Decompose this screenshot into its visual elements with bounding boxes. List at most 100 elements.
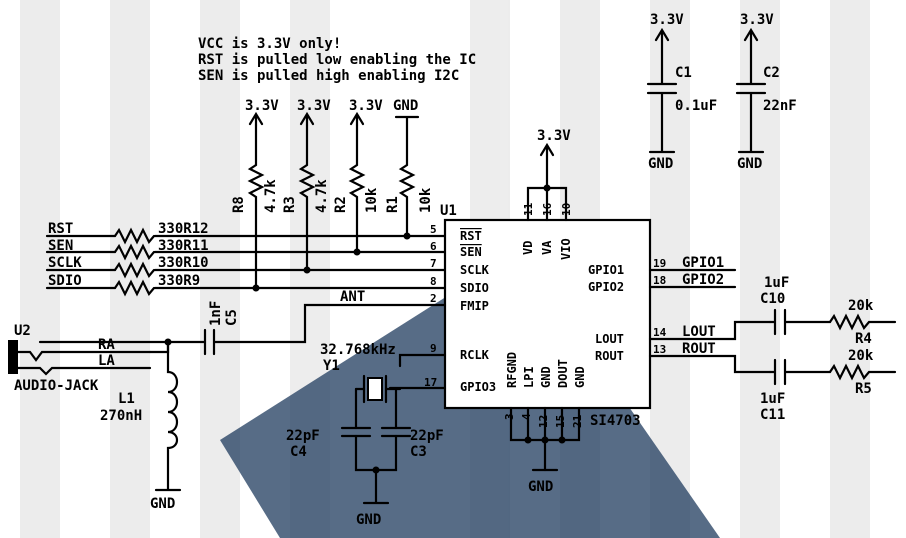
- y1-gnd: GND: [356, 512, 381, 528]
- u2-ref: U2: [14, 323, 31, 339]
- net-ant: ANT: [340, 289, 365, 305]
- ic-pin-rst: RST: [460, 229, 482, 243]
- r2-power-label: 3.3V: [349, 98, 383, 114]
- note-vcc: VCC is 3.3V only!: [198, 36, 341, 52]
- series-wires: [45, 227, 447, 297]
- r3-power-label: 3.3V: [297, 98, 331, 114]
- ic-top-power: 3.3V: [537, 128, 571, 144]
- pin-num-7: 7: [430, 257, 437, 270]
- ic-pin-sdio: SDIO: [460, 281, 489, 295]
- ic-pin-fmip: FMIP: [460, 299, 489, 313]
- cap-c10-r4: [768, 308, 897, 336]
- ic-pin-rclk: RCLK: [460, 348, 490, 362]
- net-sclk: SCLK: [48, 255, 82, 271]
- cap-c11-r5: [768, 358, 897, 386]
- c4-value: 22pF: [286, 428, 320, 444]
- ant-wire: [38, 303, 447, 356]
- r8-value: 4.7k: [263, 179, 279, 213]
- ic-bottom-gnd: GND: [528, 479, 553, 495]
- res-r12: 330R12: [158, 221, 209, 237]
- pin-num-17: 17: [424, 376, 437, 389]
- cap-c1: [646, 27, 678, 154]
- r1-value: 10k: [418, 187, 434, 213]
- ic-pin-sen: SEN: [460, 245, 482, 259]
- ic-top-pins: [526, 142, 568, 222]
- u2-name: AUDIO-JACK: [14, 378, 99, 394]
- net-rst: RST: [48, 221, 73, 237]
- c2-value: 22nF: [763, 98, 797, 114]
- ic-pin-num-10: 10: [560, 203, 573, 216]
- ic-pin-gnd12: GND: [539, 366, 553, 388]
- ic-pin-num-18: 18: [653, 274, 666, 287]
- net-rout: ROUT: [682, 341, 716, 357]
- c11-ref: C11: [760, 407, 785, 423]
- resistor-r3: [298, 111, 316, 274]
- c1-value: 0.1uF: [675, 98, 717, 114]
- inductor-l1: [154, 340, 182, 492]
- res-r11: 330R11: [158, 238, 209, 254]
- net-sen: SEN: [48, 238, 73, 254]
- r4-ref: R4: [855, 331, 872, 347]
- c1-ref: C1: [675, 65, 692, 81]
- crystal-y1: [340, 353, 447, 505]
- ic-pin-num-12: 12: [537, 415, 550, 428]
- ic-pin-lpi: LPI: [522, 366, 536, 388]
- pin-num-8: 8: [430, 275, 437, 288]
- r2-ref: R2: [333, 196, 349, 213]
- c1-power: 3.3V: [650, 12, 684, 28]
- r3-value: 4.7k: [314, 179, 330, 213]
- c2-gnd: GND: [737, 156, 762, 172]
- ic-pin-gpio3: GPIO3: [460, 380, 496, 394]
- ic-pin-rout: ROUT: [595, 349, 624, 363]
- ic-pin-num-21: 21: [571, 414, 584, 428]
- c3-value: 22pF: [410, 428, 444, 444]
- r3-ref: R3: [282, 196, 298, 213]
- ic-pin-num-11: 11: [522, 202, 535, 216]
- r8-power-label: 3.3V: [245, 98, 279, 114]
- r8-ref: R8: [231, 196, 247, 213]
- ic-pin-sclk: SCLK: [460, 263, 490, 277]
- note-rst: RST is pulled low enabling the IC: [198, 52, 476, 68]
- c4-ref: C4: [290, 444, 307, 460]
- c11-value: 1uF: [760, 391, 785, 407]
- l1-gnd: GND: [150, 496, 175, 512]
- c2-ref: C2: [763, 65, 780, 81]
- c5-ref: C5: [224, 309, 240, 326]
- res-r10: 330R10: [158, 255, 209, 271]
- ic-pin-num-14: 14: [653, 326, 667, 339]
- ic-pin-gpio1: GPIO1: [588, 263, 624, 277]
- ic-pin-num-15: 15: [554, 415, 567, 428]
- c1-gnd: GND: [648, 156, 673, 172]
- net-ra: RA: [98, 337, 115, 353]
- ic-pin-rfgnd: RFGND: [505, 352, 519, 388]
- pin-num-2: 2: [430, 292, 437, 305]
- ic-pin-num-4: 4: [520, 413, 533, 420]
- ic-u1-body: [443, 218, 652, 410]
- ic-right-wires: [648, 268, 772, 374]
- r2-value: 10k: [364, 187, 380, 213]
- ic-pin-gnd21: GND: [573, 366, 587, 388]
- l1-ref: L1: [118, 391, 135, 407]
- r4-value: 20k: [848, 298, 874, 314]
- c5-value: 1nF: [208, 301, 224, 326]
- l1-value: 270nH: [100, 408, 142, 424]
- net-gpio1: GPIO1: [682, 255, 724, 271]
- y1-value: 32.768kHz: [320, 342, 396, 358]
- res-r9: 330R9: [158, 273, 200, 289]
- ic-pin-vio: VIO: [559, 238, 573, 260]
- net-la: LA: [98, 353, 115, 369]
- pin-num-9: 9: [430, 342, 437, 355]
- ic-bottom-wires: [509, 406, 581, 472]
- resistor-r2: [348, 111, 366, 256]
- ic-pin-gpio2: GPIO2: [588, 280, 624, 294]
- c2-power: 3.3V: [740, 12, 774, 28]
- ic-pin-num-19: 19: [653, 257, 666, 270]
- pin-num-5: 5: [430, 223, 437, 236]
- note-sen: SEN is pulled high enabling I2C: [198, 68, 459, 84]
- r1-ref: R1: [385, 196, 401, 213]
- ic-part: SI4703: [590, 413, 641, 429]
- c10-value: 1uF: [764, 275, 789, 291]
- r5-ref: R5: [855, 381, 872, 397]
- c10-ref: C10: [760, 291, 785, 307]
